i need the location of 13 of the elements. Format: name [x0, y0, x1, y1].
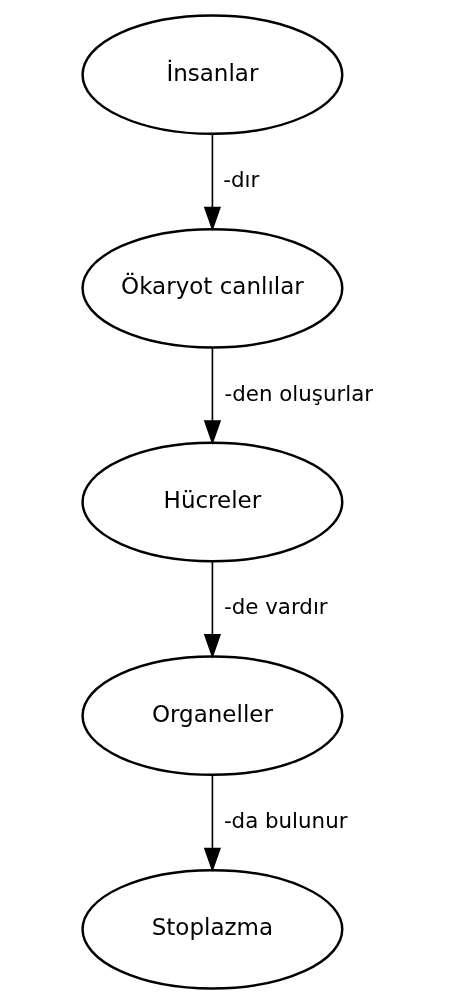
edge-label: -da bulunur	[223, 808, 348, 834]
arrow	[203, 560, 222, 659]
node-ellipse: İnsanlar	[81, 14, 344, 136]
edge-label: -de vardır	[223, 594, 328, 620]
arrow	[203, 347, 222, 445]
node-ellipse: Ökaryot canlılar	[81, 227, 344, 349]
node-ellipse: Stoplazma	[81, 868, 344, 990]
edge-label: -dır	[223, 167, 260, 193]
arrow	[203, 774, 222, 873]
node-ellipse: Hücreler	[81, 441, 344, 563]
arrow	[203, 133, 222, 232]
edge-label: -den oluşurlar	[224, 380, 374, 406]
node-ellipse: Organeller	[81, 655, 344, 777]
